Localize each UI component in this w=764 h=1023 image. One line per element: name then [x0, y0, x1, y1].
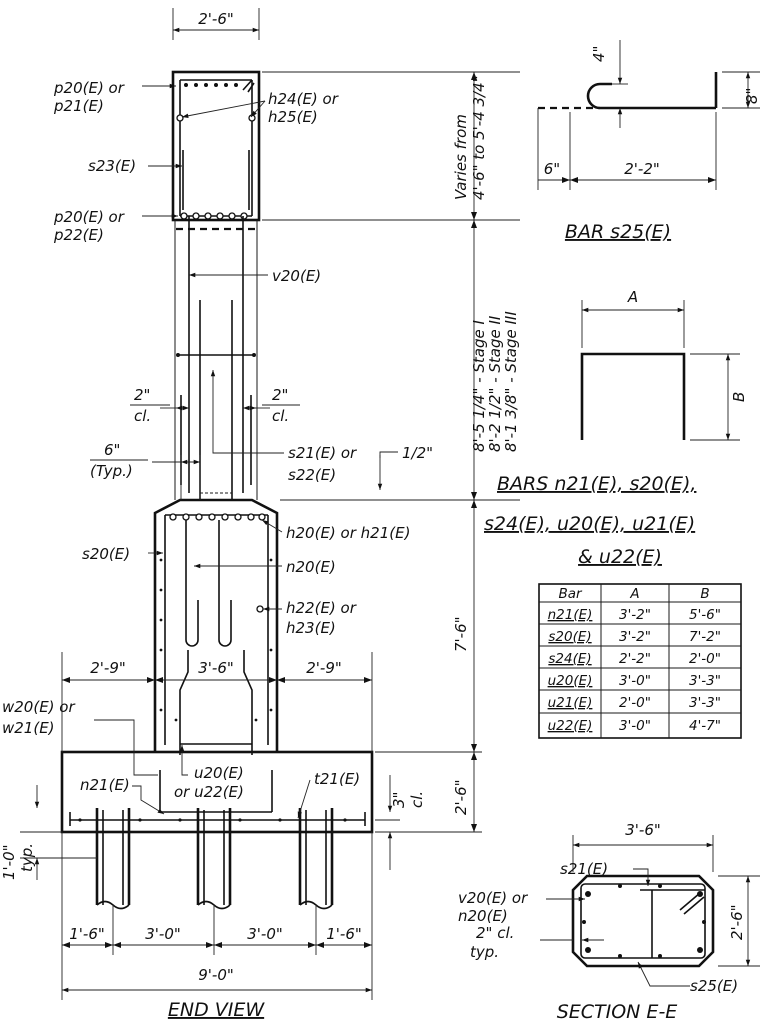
- bar-s25-title: BAR s25(E): [565, 221, 671, 243]
- bars-dim-b: B: [730, 392, 748, 402]
- table-header-b: B: [700, 586, 709, 602]
- label-v20: v20(E): [272, 267, 321, 285]
- label-t21: t21(E): [314, 770, 360, 788]
- bars-table: Bar A B n21(E) 3'-2" 5'-6" s20(E) 3'-2" …: [538, 583, 742, 739]
- table-cell: 3'-3": [689, 673, 721, 689]
- section-title: SECTION E-E: [557, 1001, 678, 1023]
- section-dim-width: 3'-6": [625, 821, 661, 839]
- bars-shape-detail: A B BARS n21(E), s20(E), s24(E), u20(E),…: [484, 288, 748, 568]
- table-cell: s24(E): [548, 651, 591, 667]
- label-n20: n20(E): [286, 558, 336, 576]
- section-label-clear: 2" cl.typ.: [470, 924, 514, 961]
- section-dim-height: 2'-6": [728, 904, 746, 940]
- end-view-title: END VIEW: [168, 999, 265, 1021]
- footing-outline: [60, 750, 374, 834]
- label-s23: s23(E): [88, 157, 136, 175]
- label-typ-1-0: 1'-0"typ.: [0, 843, 36, 880]
- table-cell: 3'-2": [619, 607, 651, 623]
- dim-bot-4: 1'-6": [326, 925, 362, 943]
- table-cell: 2'-0": [619, 695, 651, 711]
- dim-bot-3: 3'-0": [247, 925, 283, 943]
- half-inch-dim: [377, 451, 398, 490]
- table-cell: n21(E): [548, 607, 593, 623]
- table-cell: 5'-6": [689, 607, 721, 623]
- mid-horizontal-dims: [61, 652, 373, 752]
- label-u20-u22: u20(E)or u22(E): [174, 764, 244, 801]
- table-cell: 3'-0": [619, 718, 651, 734]
- leaders: [94, 83, 311, 819]
- table-cell: u22(E): [548, 718, 593, 734]
- dim-mid-center: 3'-6": [198, 659, 234, 677]
- dim-stages: 8'-5 1/4" - Stage I8'-2 1/2" - Stage II8…: [470, 311, 520, 452]
- dim-top-width-label: 2'-6": [198, 10, 234, 28]
- bar-s25-dim-main: 2'-2": [624, 160, 660, 178]
- dim-mid-left: 2'-9": [90, 659, 126, 677]
- pile-center: [196, 808, 232, 910]
- dim-top-width: 2'-6": [172, 8, 260, 40]
- dim-mid-right: 2'-9": [306, 659, 342, 677]
- bar-s25-dim-left: 6": [544, 160, 560, 178]
- dim-footing: 2'-6": [452, 779, 470, 815]
- table-cell: 7'-2": [689, 629, 721, 645]
- bottom-bar-row: [180, 212, 248, 220]
- bars-title-line2: s24(E), u20(E), u21(E): [484, 513, 695, 535]
- bottom-horizontal-dims: [61, 832, 373, 1000]
- dim-total: 9'-0": [198, 966, 234, 984]
- footing-clear-dim: [20, 775, 400, 880]
- label-half-inch: 1/2": [402, 444, 433, 462]
- stem-outline: [171, 70, 261, 500]
- label-clear-right: 2"cl.: [272, 386, 289, 425]
- pile-right: [298, 808, 334, 910]
- label-s20: s20(E): [82, 545, 130, 563]
- bar-s25-dim-hook: 4": [590, 46, 608, 62]
- table-cell: s20(E): [548, 629, 591, 645]
- table-cell: u20(E): [548, 673, 593, 689]
- end-view: 2'-6": [0, 8, 520, 1021]
- section-label-s21: s21(E): [560, 860, 608, 878]
- bars-dim-a: A: [627, 288, 638, 306]
- table-header-a: A: [629, 586, 639, 602]
- label-clear-left: 2"cl.: [134, 386, 151, 425]
- dim-bot-1: 1'-6": [69, 925, 105, 943]
- bars-title-line3: & u22(E): [578, 546, 662, 568]
- table-cell: u21(E): [548, 695, 593, 711]
- table-header-bar: Bar: [558, 586, 583, 602]
- top-bar-row: [184, 83, 238, 87]
- label-typ-6: 6"(Typ.): [90, 441, 133, 480]
- piles: [95, 808, 334, 910]
- label-clear-3: 3"cl.: [390, 791, 426, 808]
- table-cell: 2'-0": [689, 651, 721, 667]
- bar-s25-detail: 4" 8" 6" 2'-2" BAR s25(E): [537, 40, 761, 243]
- label-h20-h21: h20(E) or h21(E): [286, 524, 410, 542]
- table-cell: 2'-2": [619, 651, 651, 667]
- bars-title-line1: BARS n21(E), s20(E),: [497, 473, 696, 495]
- dim-varies: Varies from4'-6" to 5'-4 3/4": [452, 75, 488, 200]
- section-label-s25: s25(E): [690, 977, 738, 995]
- table-cell: 3'-3": [689, 695, 721, 711]
- right-vertical-dims: [262, 71, 520, 833]
- bar-s25-dim-leg: 8": [743, 88, 761, 104]
- pier-top-bars: [169, 513, 266, 521]
- dim-pier: 7'-6": [452, 616, 470, 652]
- table-cell: 3'-2": [619, 629, 651, 645]
- table-cell: 4'-7": [689, 718, 721, 734]
- dim-bot-2: 3'-0": [145, 925, 181, 943]
- pier-outline: [153, 492, 279, 755]
- label-n21: n21(E): [80, 776, 130, 794]
- pile-left: [95, 808, 131, 910]
- stem-clear-dims: [90, 404, 300, 500]
- table-cell: 3'-0": [619, 673, 651, 689]
